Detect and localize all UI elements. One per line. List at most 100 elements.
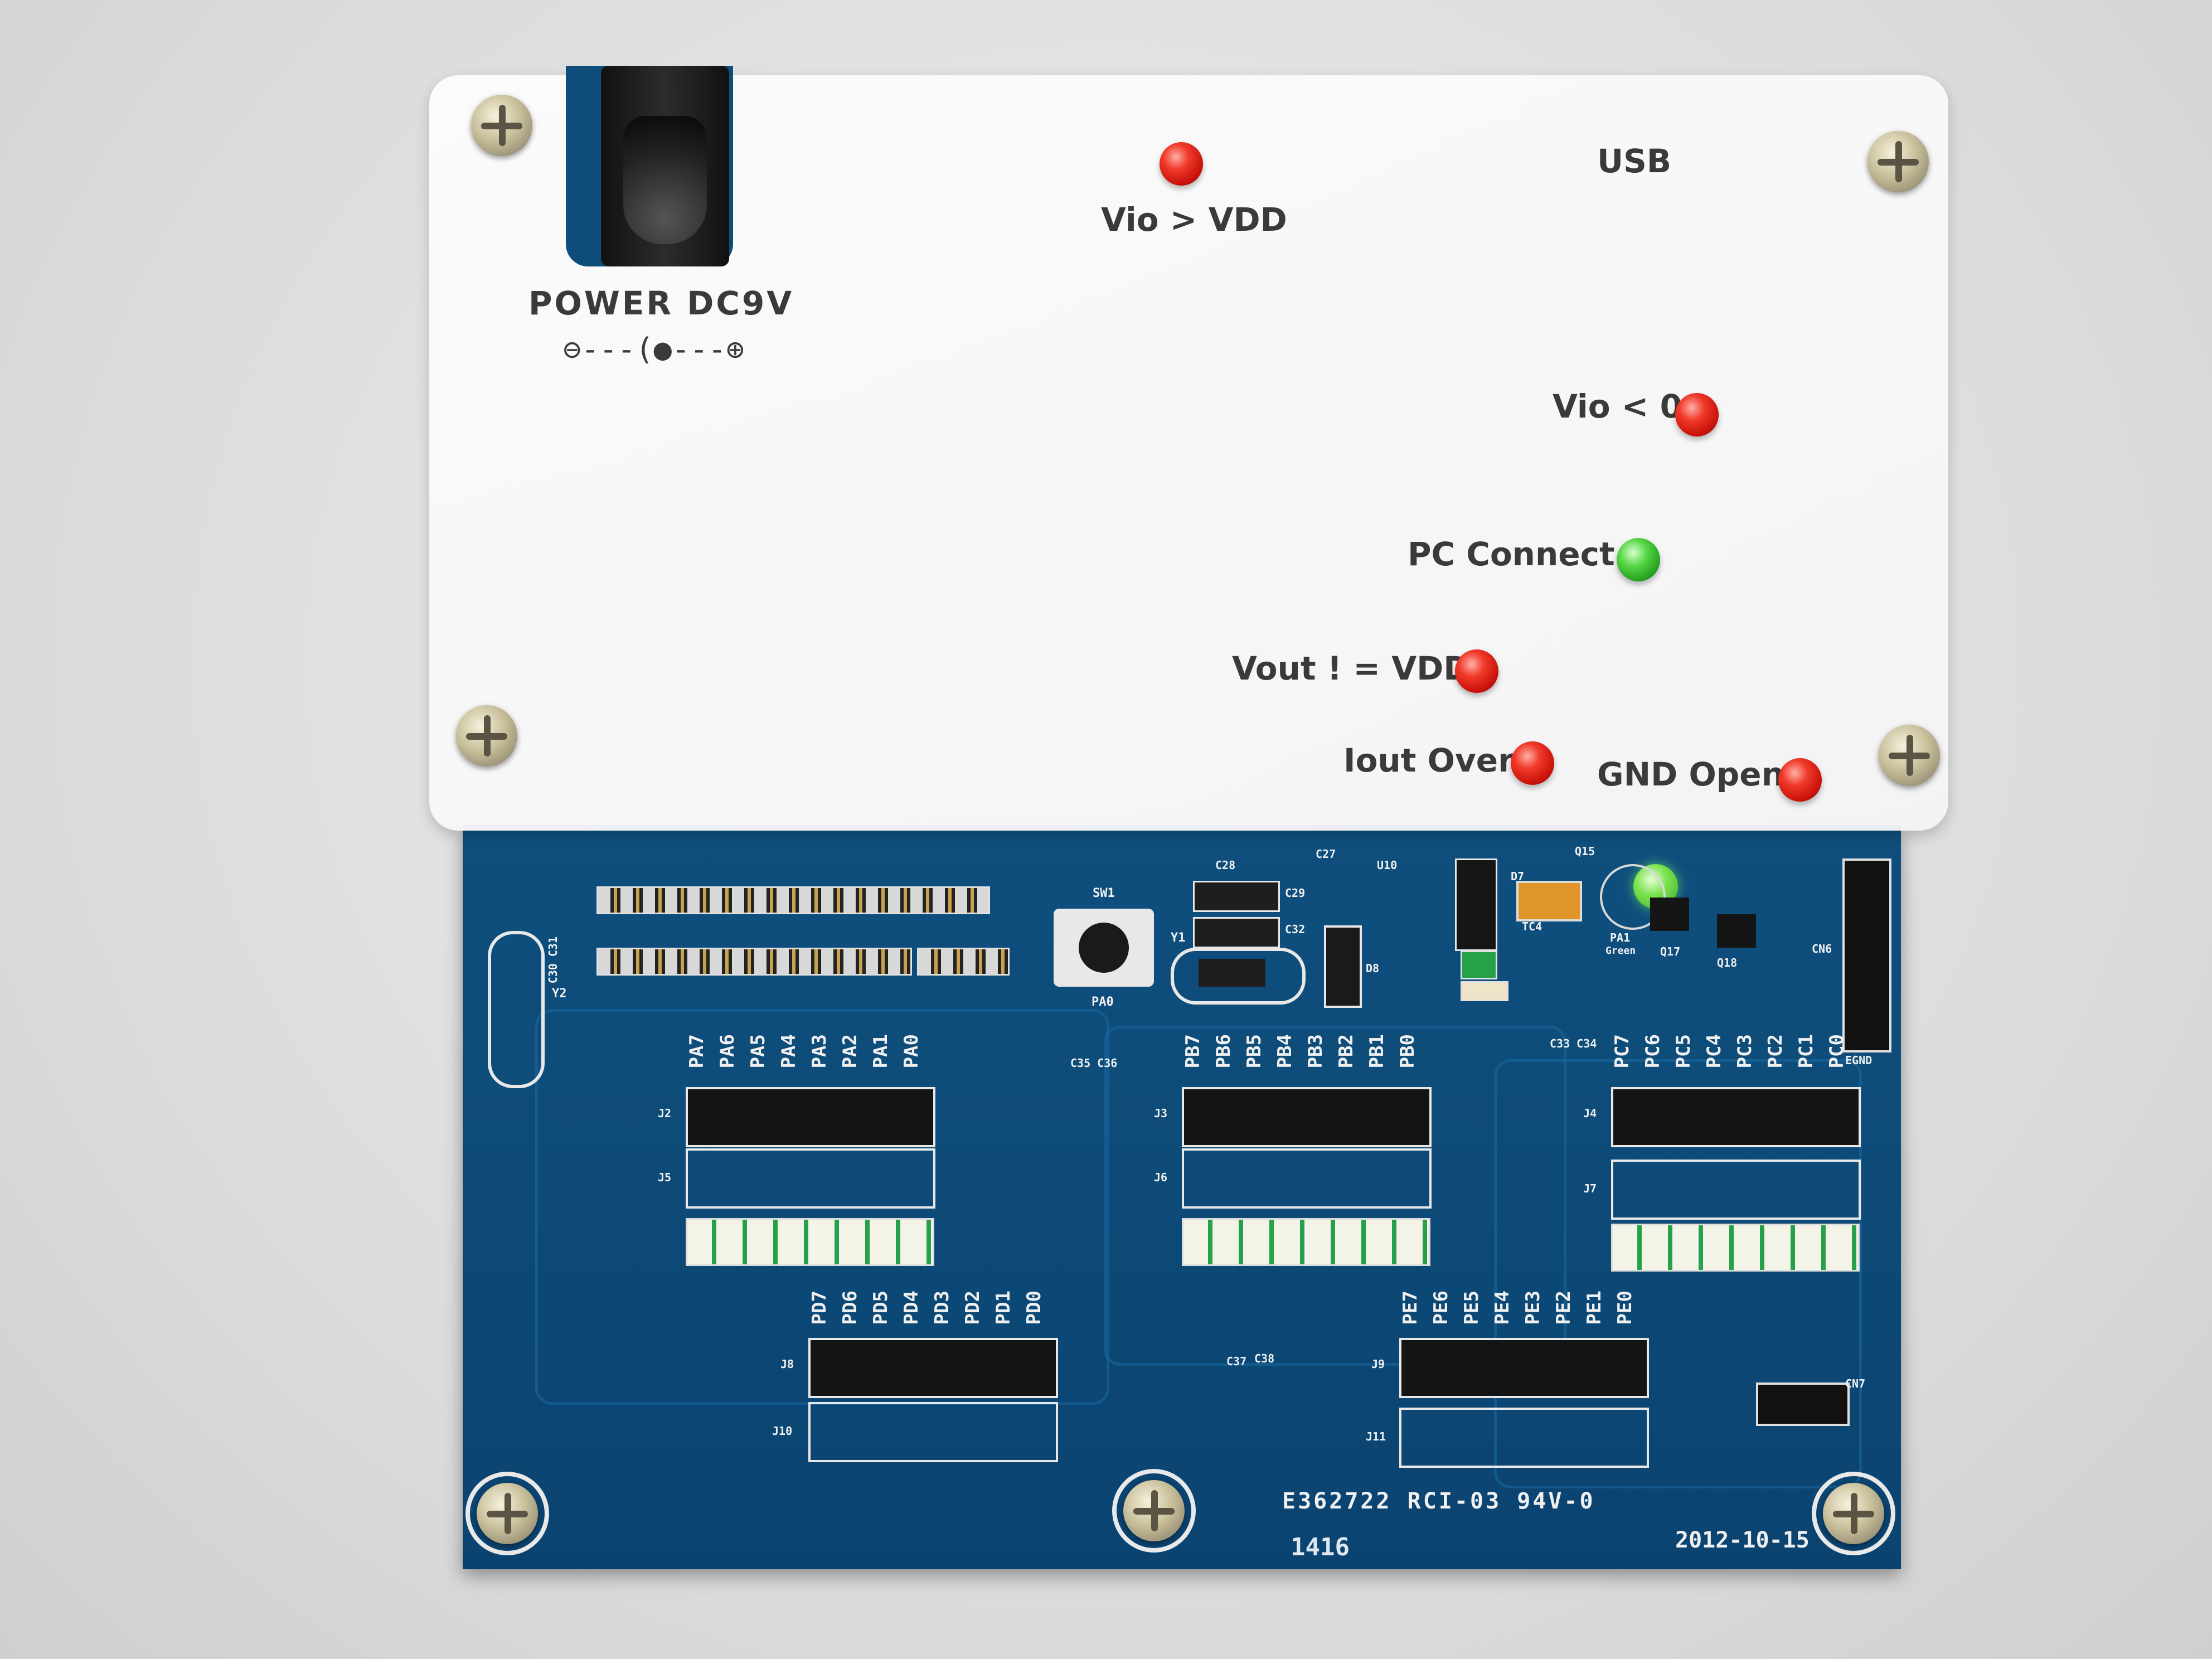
screw-panel-top-right: [1867, 131, 1929, 192]
led-vio-lt-0: [1675, 393, 1719, 436]
screw-ring: [1112, 1469, 1196, 1553]
holes-j11: [1399, 1408, 1649, 1468]
label-pe6: PE6: [1430, 1291, 1452, 1325]
resistor-row-bottom: [596, 948, 912, 976]
label-pb4: PB4: [1274, 1034, 1296, 1069]
port-c-labels: PC7 PC6 PC5 PC4 PC3 PC2 PC1 PC0: [1611, 1034, 1856, 1079]
led-gnd-open: [1778, 758, 1822, 802]
silk-j5: J5: [658, 1171, 672, 1184]
silk-j6: J6: [1154, 1171, 1168, 1184]
transistor-q18: [1717, 914, 1756, 948]
fuse-f: [1461, 950, 1497, 979]
label-pc5: PC5: [1672, 1034, 1695, 1069]
label-pe4: PE4: [1491, 1291, 1514, 1325]
label-pa5: PA5: [747, 1034, 769, 1069]
screw-ring: [465, 1472, 549, 1555]
silk-pa1: PA1: [1610, 931, 1631, 944]
silk-j8: J8: [780, 1357, 794, 1371]
label-pa0: PA0: [900, 1034, 923, 1069]
pc-connect-label: PC Connect: [1408, 535, 1615, 573]
label-pb0: PB0: [1396, 1034, 1419, 1069]
port-e-labels: PE7 PE6 PE5 PE4 PE3 PE2 PE1 PE0: [1399, 1291, 1645, 1335]
label-pe1: PE1: [1583, 1291, 1605, 1325]
transistor-q17: [1650, 898, 1689, 931]
label-pd5: PD5: [870, 1291, 892, 1325]
silk-y1: Y1: [1171, 931, 1186, 945]
silk-j4: J4: [1583, 1107, 1597, 1120]
silk-q15: Q15: [1575, 845, 1595, 858]
label-pd4: PD4: [900, 1291, 923, 1325]
label-pa7: PA7: [686, 1034, 708, 1069]
silk-c38: C38: [1254, 1352, 1275, 1365]
label-pe5: PE5: [1461, 1291, 1483, 1325]
socket-c32: [1193, 917, 1280, 948]
header-j8: [808, 1338, 1058, 1398]
label-pb7: PB7: [1182, 1034, 1204, 1069]
led-vio-gt-vdd: [1160, 142, 1203, 186]
silk-j2: J2: [658, 1107, 672, 1120]
label-pc6: PC6: [1642, 1034, 1664, 1069]
silk-c29: C29: [1285, 886, 1306, 900]
lot-marking: 1416: [1291, 1533, 1350, 1561]
label-pb1: PB1: [1366, 1034, 1388, 1069]
label-pc0: PC0: [1826, 1034, 1848, 1069]
diode-d8: [1324, 925, 1362, 1008]
led-iout-over: [1511, 741, 1554, 785]
screw-bottom-left: [477, 1483, 538, 1544]
label-pe3: PE3: [1522, 1291, 1544, 1325]
holes-j10: [808, 1402, 1058, 1462]
screw-ring: [1812, 1472, 1895, 1555]
silk-pa0: PA0: [1092, 995, 1114, 1009]
label-pd3: PD3: [931, 1291, 953, 1325]
silk-egnd: EGND: [1845, 1054, 1873, 1067]
holes-j5: [686, 1148, 935, 1209]
silk-j11: J11: [1366, 1430, 1386, 1443]
pcb-trace: [1104, 1026, 1566, 1366]
silk-y2: Y2: [552, 987, 567, 1001]
holes-j7: [1611, 1160, 1861, 1220]
screw-panel-top-left: [471, 95, 532, 156]
holes-j6: [1182, 1148, 1432, 1209]
power-dc9v-label: POWER DC9V: [528, 284, 794, 322]
led-outline: [1600, 864, 1666, 930]
label-pd2: PD2: [962, 1291, 984, 1325]
vio-gt-vdd-label: Vio > VDD: [1101, 201, 1287, 239]
screw-panel-bottom-left: [456, 705, 517, 767]
crystal-y1-outline: [1171, 948, 1306, 1005]
iout-over-label: Iout Over: [1343, 741, 1514, 779]
y1-socket: [1199, 959, 1265, 987]
silk-c33-c34: C33 C34: [1550, 1037, 1597, 1050]
label-pc3: PC3: [1734, 1034, 1756, 1069]
silk-c27: C27: [1316, 847, 1336, 861]
gnd-open-label: GND Open: [1597, 755, 1784, 793]
silk-c32: C32: [1285, 923, 1306, 936]
silk-cn6: CN6: [1812, 942, 1832, 955]
silk-c35-c36: C35 C36: [1070, 1056, 1118, 1070]
dc-jack-barrel: [623, 116, 707, 244]
board-id-marking: E362722 RCI-03 94V-0: [1282, 1488, 1595, 1514]
silk-c30-c31: C30 C31: [546, 937, 560, 984]
label-pb6: PB6: [1212, 1034, 1235, 1069]
silk-j10: J10: [772, 1424, 793, 1438]
label-pb5: PB5: [1243, 1034, 1265, 1069]
cn7-header: [1756, 1382, 1850, 1426]
cn6-header: [1842, 858, 1891, 1052]
capacitor-tc4: [1516, 881, 1582, 921]
silk-q18: Q18: [1717, 956, 1738, 969]
label-pd6: PD6: [839, 1291, 861, 1325]
silk-c28: C28: [1215, 858, 1236, 872]
dc-power-jack: [601, 66, 729, 266]
screw-panel-bottom-right: [1879, 725, 1940, 786]
label-pb3: PB3: [1304, 1034, 1327, 1069]
polarity-symbol: ⊖---(●---⊕: [563, 332, 745, 367]
vio-lt-0-label: Vio < 0: [1553, 387, 1682, 425]
label-pe0: PE0: [1614, 1291, 1636, 1325]
silk-d8: D8: [1366, 962, 1380, 975]
header-j2: [686, 1087, 935, 1147]
label-pc7: PC7: [1611, 1034, 1633, 1069]
silk-tc4: TC4: [1522, 920, 1542, 933]
label-pa2: PA2: [839, 1034, 861, 1069]
port-d-labels: PD7 PD6 PD5 PD4 PD3 PD2 PD1 PD0: [808, 1291, 1054, 1335]
label-pa6: PA6: [716, 1034, 739, 1069]
